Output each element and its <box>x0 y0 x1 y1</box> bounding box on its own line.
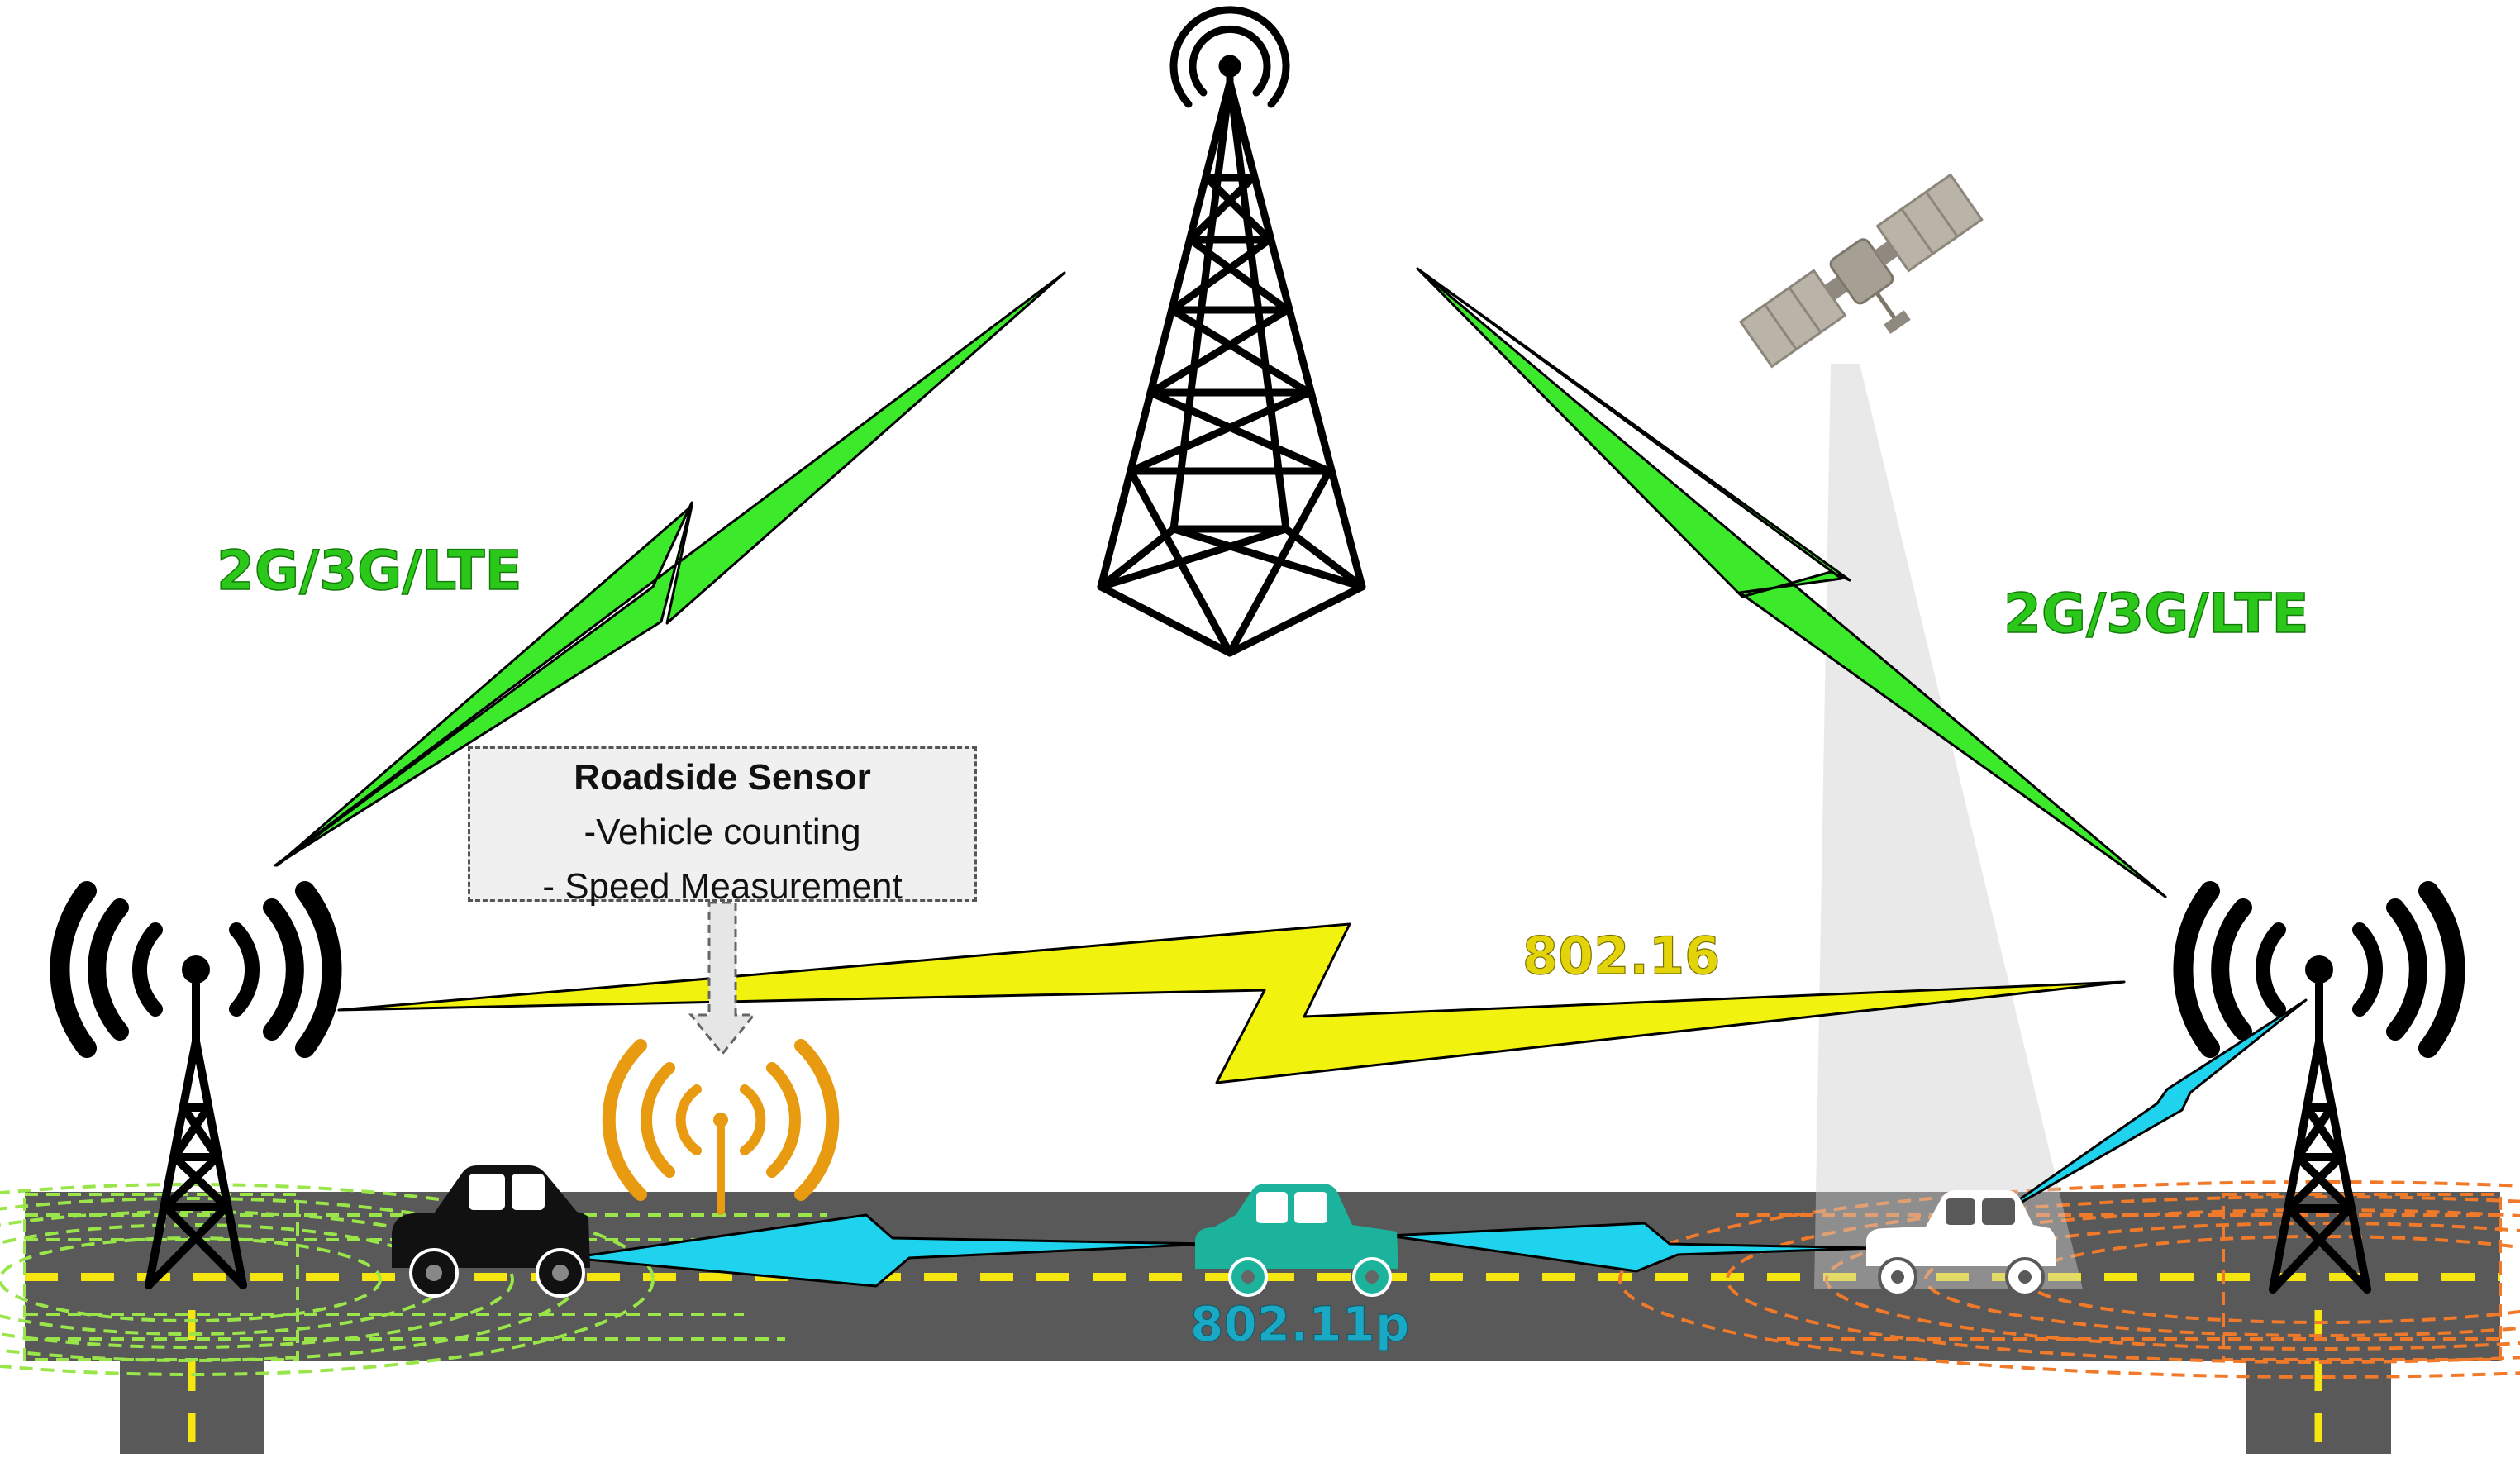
black-car-icon <box>392 1165 590 1298</box>
right-roadside-tower-icon <box>2173 881 2465 1294</box>
cellular-link-left <box>274 271 1066 867</box>
cell-tower-icon <box>1097 6 1366 657</box>
cellular-label-left: 2G/3G/LTE <box>217 539 522 603</box>
roadside-sensor-icon <box>602 1039 840 1215</box>
left-roadside-tower-icon <box>50 881 342 1289</box>
dsrc-label: 802.11p <box>1190 1296 1409 1352</box>
wimax-label: 802.16 <box>1522 926 1720 986</box>
sensor-pointer-arrow <box>688 901 757 1056</box>
cellular-label-right: 2G/3G/LTE <box>2003 582 2309 646</box>
white-car-icon <box>1866 1190 2056 1297</box>
roadside-sensor-callout: Roadside Sensor -Vehicle counting - Spee… <box>468 746 977 907</box>
cellular-link-right <box>1416 267 2167 898</box>
sensor-callout-line-2: - Speed Measurement <box>542 866 903 907</box>
teal-car-icon <box>1195 1184 1398 1297</box>
sensor-callout-line-1: -Vehicle counting <box>584 812 861 852</box>
wimax-link <box>337 922 2126 1084</box>
sensor-callout-title: Roadside Sensor <box>574 757 871 798</box>
dsrc-link-vertical <box>1986 998 2308 1223</box>
satellite-beam <box>1814 364 2083 1289</box>
satellite-icon <box>1738 173 1984 369</box>
